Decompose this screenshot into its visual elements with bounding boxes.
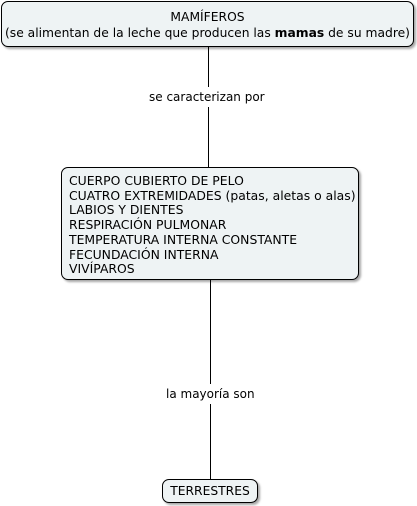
subtitle-text-after: de su madre) xyxy=(324,26,410,40)
connector-middle-to-label xyxy=(210,280,211,384)
concept-label: TERRESTRES xyxy=(170,484,250,498)
concept-node-mamiferos[interactable]: MAMÍFEROS (se alimentan de la leche que … xyxy=(1,1,414,47)
subtitle-text-before: (se alimentan de la leche que producen l… xyxy=(4,26,275,40)
connector-label-to-bottom xyxy=(210,404,211,479)
concept-subtitle: (se alimentan de la leche que producen l… xyxy=(2,25,413,41)
concept-node-characteristics[interactable]: CUERPO CUBIERTO DE PELO CUATRO EXTREMIDA… xyxy=(61,167,359,280)
concept-title: MAMÍFEROS xyxy=(170,10,245,24)
characteristic-item: FECUNDACIÓN INTERNA xyxy=(69,246,219,262)
characteristic-item: TEMPERATURA INTERNA CONSTANTE xyxy=(69,231,298,247)
link-label-characterized-by: se caracterizan por xyxy=(146,89,268,105)
subtitle-bold-word: mamas xyxy=(274,26,325,40)
link-label-most-are: la mayoría son xyxy=(163,386,258,402)
characteristic-item: RESPIRACIÓN PULMONAR xyxy=(69,217,227,233)
characteristic-item: VIVÍPAROS xyxy=(69,261,135,277)
characteristic-item: CUERPO CUBIERTO DE PELO xyxy=(69,173,244,188)
connector-label-to-middle xyxy=(208,107,209,167)
characteristic-item: LABIOS Y DIENTES xyxy=(69,202,184,218)
connector-top-to-label xyxy=(208,47,209,87)
characteristic-item: CUATRO EXTREMIDADES (patas, aletas o ala… xyxy=(69,187,356,203)
concept-node-terrestres[interactable]: TERRESTRES xyxy=(162,479,258,503)
